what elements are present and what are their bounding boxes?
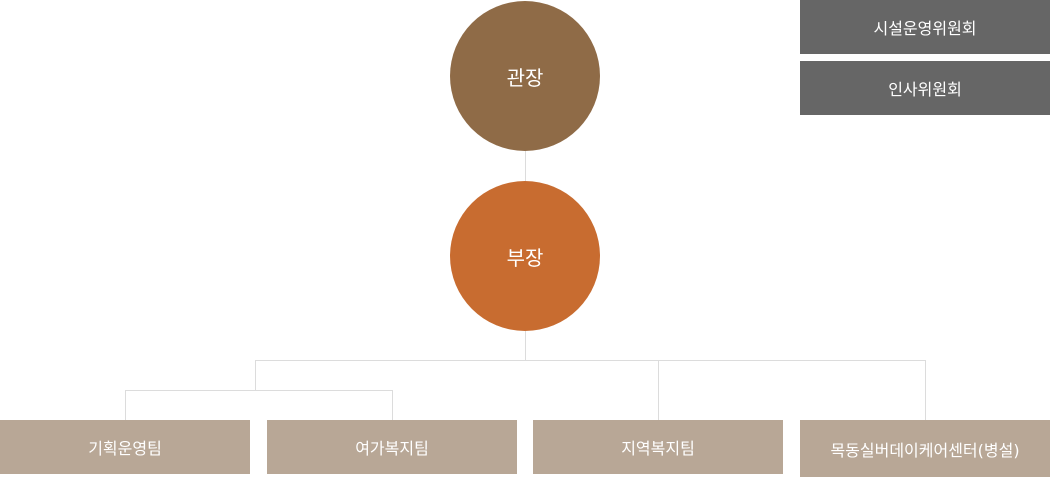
manager-node: 부장 bbox=[450, 181, 600, 331]
committee-label: 인사위원회 bbox=[888, 80, 962, 99]
team-label: 여가복지팀 bbox=[355, 439, 429, 458]
committee-personnel: 인사위원회 bbox=[800, 61, 1050, 115]
team-daycare-center: 목동실버데이케어센터(병설) bbox=[800, 420, 1050, 477]
connector-drop-left-group bbox=[255, 360, 256, 390]
committee-label: 시설운영위원회 bbox=[873, 19, 977, 38]
manager-label: 부장 bbox=[506, 245, 544, 270]
connector-drop-team-3 bbox=[658, 360, 659, 420]
connector-horizontal-left-group bbox=[125, 390, 393, 391]
connector-drop-team-2 bbox=[392, 390, 393, 420]
connector-manager-down bbox=[525, 331, 526, 361]
team-label: 기획운영팀 bbox=[88, 439, 162, 458]
team-planning-operation: 기획운영팀 bbox=[0, 420, 250, 474]
team-leisure-welfare: 여가복지팀 bbox=[267, 420, 517, 474]
team-label: 목동실버데이케어센터(병설) bbox=[830, 440, 1020, 460]
director-node: 관장 bbox=[450, 1, 600, 151]
team-label: 지역복지팀 bbox=[621, 439, 695, 458]
connector-drop-team-1 bbox=[125, 390, 126, 420]
connector-horizontal-main bbox=[255, 360, 926, 361]
team-community-welfare: 지역복지팀 bbox=[533, 420, 783, 474]
connector-drop-team-4 bbox=[925, 360, 926, 420]
connector-director-manager bbox=[525, 151, 526, 181]
committee-facility-operation: 시설운영위원회 bbox=[800, 0, 1050, 54]
director-label: 관장 bbox=[506, 65, 544, 90]
